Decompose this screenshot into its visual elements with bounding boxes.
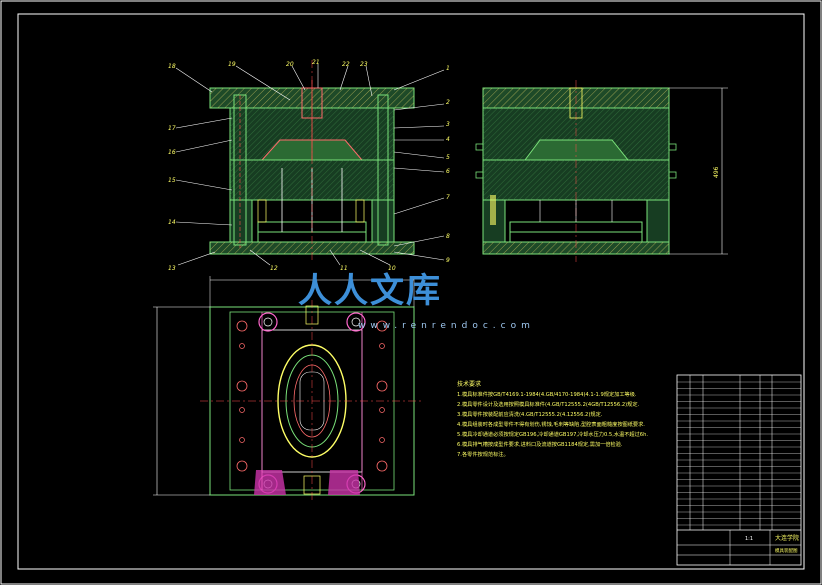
balloon-2: 2 <box>446 99 450 106</box>
balloon-17: 17 <box>168 125 176 132</box>
balloon-14: 14 <box>168 219 176 226</box>
balloon-9: 9 <box>446 257 450 264</box>
balloon-10: 10 <box>388 265 396 272</box>
height-dimension: 496 <box>669 87 728 255</box>
balloon-3: 3 <box>446 121 450 128</box>
balloon-15: 15 <box>168 177 176 184</box>
balloon-1: 1 <box>446 65 450 72</box>
watermark-url: www.renrendoc.com <box>358 321 535 331</box>
tech-note: 4.模具组装时各成型零件不得有划伤,锈蚀,毛刺等缺陷,型腔表面粗糙度按图纸要求. <box>457 422 645 428</box>
watermark: 人人文库 www.renrendoc.com <box>298 263 530 331</box>
tech-note: 6.模具排气槽按成型件要求,进料口及流道按GB1184规定,需加一倍检验. <box>457 442 623 448</box>
balloon-13: 13 <box>168 265 176 272</box>
watermark-brand: 人人文库 <box>298 271 442 311</box>
title-block-scale: 1:1 <box>745 536 753 542</box>
balloon-18: 18 <box>168 63 176 70</box>
balloon-12: 12 <box>270 265 278 272</box>
balloon-22: 22 <box>342 61 350 68</box>
tech-note: 1.模具标准件按GB/T4169.1-1984(4.GB/4170-1984)4… <box>457 392 637 398</box>
balloon-23: 23 <box>360 61 368 68</box>
balloon-11: 11 <box>340 265 348 272</box>
balloon-16: 16 <box>168 149 176 156</box>
plan-view <box>153 276 424 500</box>
front-section-view <box>209 60 415 262</box>
balloon-21: 21 <box>312 59 320 66</box>
balloon-20: 20 <box>286 61 294 68</box>
technical-requirements: 技术要求 1.模具标准件按GB/T4169.1-1984(4.GB/4170-1… <box>457 380 672 460</box>
dimension-height-value: 496 <box>713 166 720 178</box>
title-block-school: 大连学院 <box>775 534 799 542</box>
balloon-6: 6 <box>446 168 450 175</box>
part-balloons: 1 2 3 4 5 6 7 8 9 10 11 12 13 14 15 16 1… <box>168 59 450 272</box>
balloon-19: 19 <box>228 61 236 68</box>
tech-note: 3.模具零件按装配前应清洗(4.GB/T12555.2(4.12556.2)规定… <box>457 412 603 418</box>
tech-note: 2.模具零件设计及选用按照模具标准件(4.GB/T12555.2(4GB/T12… <box>457 402 640 408</box>
tech-note: 5.模具冷却通道必须按规定GB196,冷却通道GB197,冷却水压力0.5,水温… <box>457 432 649 438</box>
side-section-view <box>475 80 677 262</box>
title-block-drawing-name: 模具装配图 <box>775 547 798 554</box>
balloon-8: 8 <box>446 233 450 240</box>
leader-lines <box>175 64 445 266</box>
balloon-4: 4 <box>446 136 450 143</box>
tech-notes-title: 技术要求 <box>457 381 482 388</box>
inner-border <box>17 13 805 570</box>
parts-list-table: 大连学院 模具装配图 1:1 <box>676 374 802 566</box>
balloon-5: 5 <box>446 154 450 161</box>
balloon-7: 7 <box>446 194 450 201</box>
tech-note: 7.各零件按规范标注。 <box>457 452 509 458</box>
